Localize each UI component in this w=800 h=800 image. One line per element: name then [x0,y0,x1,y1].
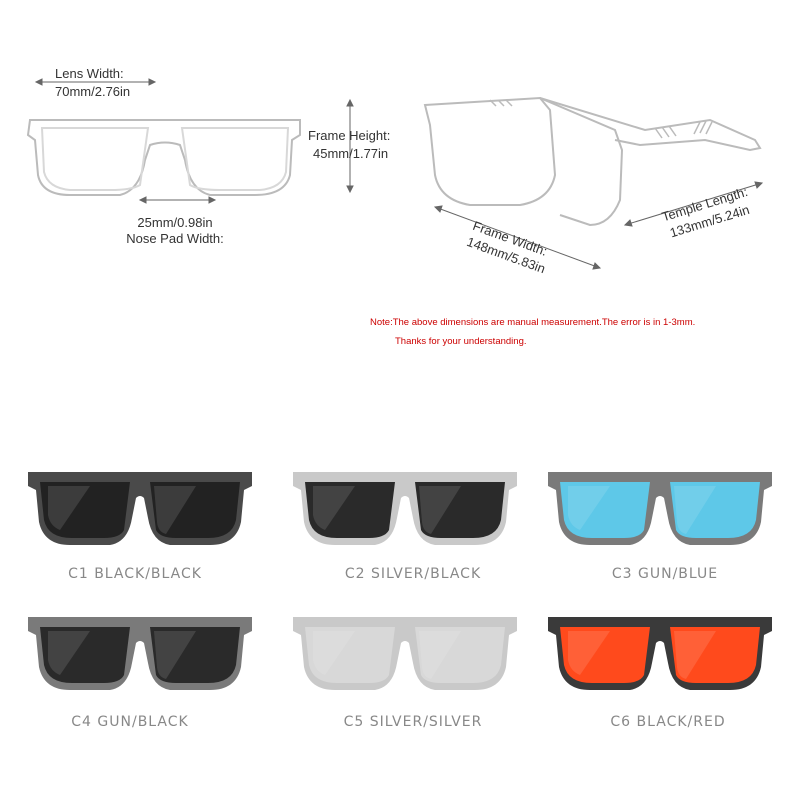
sunglasses-image [293,617,517,690]
sunglasses-image [293,472,517,545]
nose-pad-arrow [138,196,217,204]
variant-label-c4: C4 GUN/BLACK [71,714,189,730]
sunglasses-image [548,617,772,690]
variant-label-c5: C5 SILVER/SILVER [343,714,483,730]
sunglasses-image [28,617,252,690]
side-view-diagram [423,96,764,270]
frame-height-label: Frame Height: [308,128,391,143]
sunglasses-image [548,472,772,545]
lens-width-value: 70mm/2.76in [55,84,131,99]
variant-label-c6: C6 BLACK/RED [610,714,726,730]
variant-c6 [540,605,780,700]
lens-width-arrow [34,78,157,86]
variant-label-c1: C1 BLACK/BLACK [68,566,202,582]
side-glasses-outline [423,96,762,227]
lens-width-label: Lens Width: [55,66,124,81]
measurement-note: Note:The above dimensions are manual mea… [370,317,696,328]
temple-length-arrow [623,181,764,227]
nose-pad-value: 25mm/0.98in [137,215,213,230]
variant-c3 [540,460,780,555]
frame-width-arrow [433,205,602,270]
variant-c2 [285,460,525,555]
measurement-thanks: Thanks for your understanding. [395,336,527,347]
variant-c5 [285,605,525,700]
front-view-diagram [26,78,354,204]
nose-pad-label: Nose Pad Width: [126,231,224,246]
frame-height-arrow [346,98,354,194]
sunglasses-image [28,472,252,545]
variant-label-c3: C3 GUN/BLUE [611,566,719,582]
frame-height-value: 45mm/1.77in [313,146,389,161]
variant-label-c2: C2 SILVER/BLACK [344,566,482,582]
variant-c1 [20,460,260,555]
front-glasses-outline [26,119,301,196]
variant-c4 [20,605,260,700]
